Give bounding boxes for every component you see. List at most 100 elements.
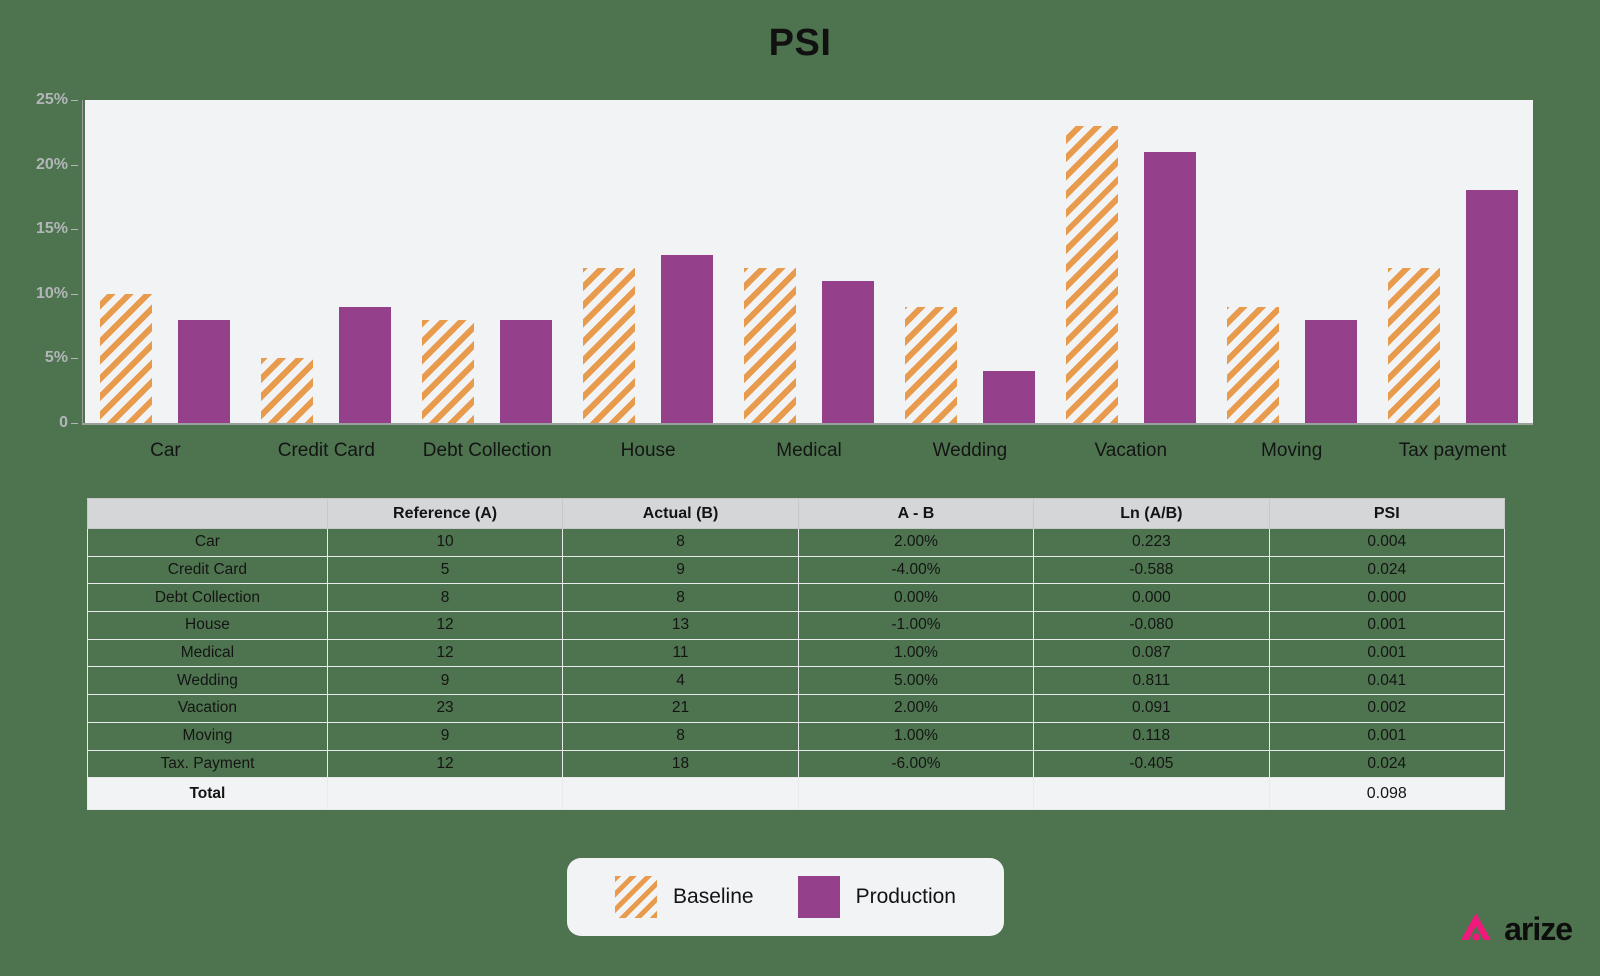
table-cell-diff: -6.00% [797, 749, 1035, 779]
bar-baseline[interactable] [100, 293, 153, 423]
x-axis-label: Medical [776, 440, 842, 461]
legend-swatch-icon [615, 876, 658, 918]
table-cell-ln: 0.087 [1033, 638, 1270, 668]
bar-baseline[interactable] [583, 267, 636, 423]
bar-baseline[interactable] [1387, 267, 1440, 423]
table-cell-actual: 11 [562, 638, 799, 668]
table-cell-reference: 5 [326, 555, 564, 585]
table-cell-ln: 0.118 [1033, 721, 1270, 751]
bar-baseline[interactable] [261, 358, 314, 423]
x-axis-label: Wedding [932, 440, 1008, 461]
bar-group [1372, 100, 1533, 423]
table-cell-label: Vacation [87, 694, 328, 723]
table-cell-ln: 0.223 [1033, 528, 1270, 557]
table-cell-reference: 9 [326, 666, 564, 696]
table-cell-actual: 21 [562, 694, 799, 723]
table-cell-label: Wedding [87, 666, 328, 696]
bar-group [1211, 100, 1372, 423]
table-cell-psi: 0.001 [1268, 611, 1506, 640]
legend-item[interactable]: Baseline [615, 876, 754, 918]
table-cell-label: Tax. Payment [87, 749, 328, 779]
table-cell-ln: -0.405 [1033, 749, 1270, 779]
bar-groups [85, 100, 1533, 423]
bar-production[interactable] [822, 280, 874, 423]
table-cell-psi: 0.001 [1268, 721, 1506, 751]
bar-baseline[interactable] [904, 306, 957, 423]
bar-production[interactable] [1143, 151, 1196, 423]
table-cell-reference: 12 [326, 611, 564, 640]
table-cell-ln: -0.080 [1033, 611, 1270, 640]
y-tick-label: 15% [35, 220, 79, 238]
y-axis-line [82, 100, 83, 424]
table-cell-actual: 13 [562, 611, 799, 640]
table-cell-ln: -0.588 [1033, 555, 1270, 585]
bar-group [568, 100, 729, 423]
grid-bands [85, 100, 1533, 423]
x-axis-label: House [620, 440, 676, 461]
arize-logo: arize [1456, 909, 1573, 950]
table-cell-label: Debt Collection [87, 583, 328, 613]
bar-production[interactable] [661, 255, 714, 423]
x-axis-line [82, 423, 1533, 425]
table-cell-reference: 9 [326, 721, 564, 751]
bar-baseline[interactable] [1226, 306, 1279, 423]
table-cell-actual: 8 [562, 721, 799, 751]
legend-item[interactable]: Production [797, 876, 956, 918]
table-cell-reference: 8 [326, 583, 564, 613]
grid-band [85, 164, 1533, 230]
table-cell-actual: 18 [562, 749, 799, 779]
bar-production[interactable] [982, 371, 1035, 423]
bar-baseline[interactable] [1065, 125, 1118, 423]
table-cell-diff: 5.00% [797, 666, 1035, 696]
table-column-header [87, 498, 328, 529]
table-cell-actual: 8 [562, 528, 799, 557]
y-tick-label: 25% [35, 91, 79, 108]
y-tick-label: 0 [59, 414, 78, 431]
page-title: PSI [768, 22, 832, 64]
table-column-header: PSI [1268, 498, 1506, 529]
y-tick-label: 20% [35, 155, 79, 173]
grid-band [85, 100, 1533, 165]
table-cell-psi: 0.000 [1268, 583, 1506, 613]
table-cell-label: Medical [87, 638, 328, 668]
table-cell-diff: 0.00% [797, 583, 1035, 613]
grid-band [85, 358, 1533, 423]
table-column-header: Reference (A) [326, 498, 564, 529]
table-cell-diff: 2.00% [797, 528, 1035, 557]
bar-production[interactable] [500, 319, 553, 423]
table-cell-label: Car [87, 528, 328, 557]
table-cell-psi: 0.002 [1268, 694, 1506, 723]
x-axis-label: Car [150, 440, 181, 461]
table-cell-ln: 0.091 [1033, 694, 1270, 723]
plot-area [85, 100, 1533, 423]
bar-baseline[interactable] [422, 319, 475, 423]
legend-label: Production [855, 885, 956, 908]
bar-production[interactable] [1304, 319, 1357, 423]
x-axis-label: Credit Card [277, 440, 375, 461]
table-total-diff [797, 777, 1035, 811]
bar-baseline[interactable] [744, 267, 796, 423]
table-cell-label: Credit Card [87, 555, 328, 585]
bar-production[interactable] [339, 306, 392, 423]
table-cell-psi: 0.001 [1268, 638, 1506, 668]
bar-production[interactable] [1465, 190, 1518, 423]
grid-band [85, 293, 1533, 359]
x-axis-label: Vacation [1094, 440, 1168, 461]
bar-production[interactable] [178, 319, 231, 423]
table-column-header: Ln (A/B) [1033, 498, 1270, 529]
table-total-psi: 0.098 [1268, 777, 1506, 811]
table-column-header: Actual (B) [562, 498, 799, 529]
table-cell-reference: 12 [326, 749, 564, 779]
table-cell-psi: 0.024 [1268, 749, 1506, 779]
table-cell-reference: 23 [326, 694, 564, 723]
